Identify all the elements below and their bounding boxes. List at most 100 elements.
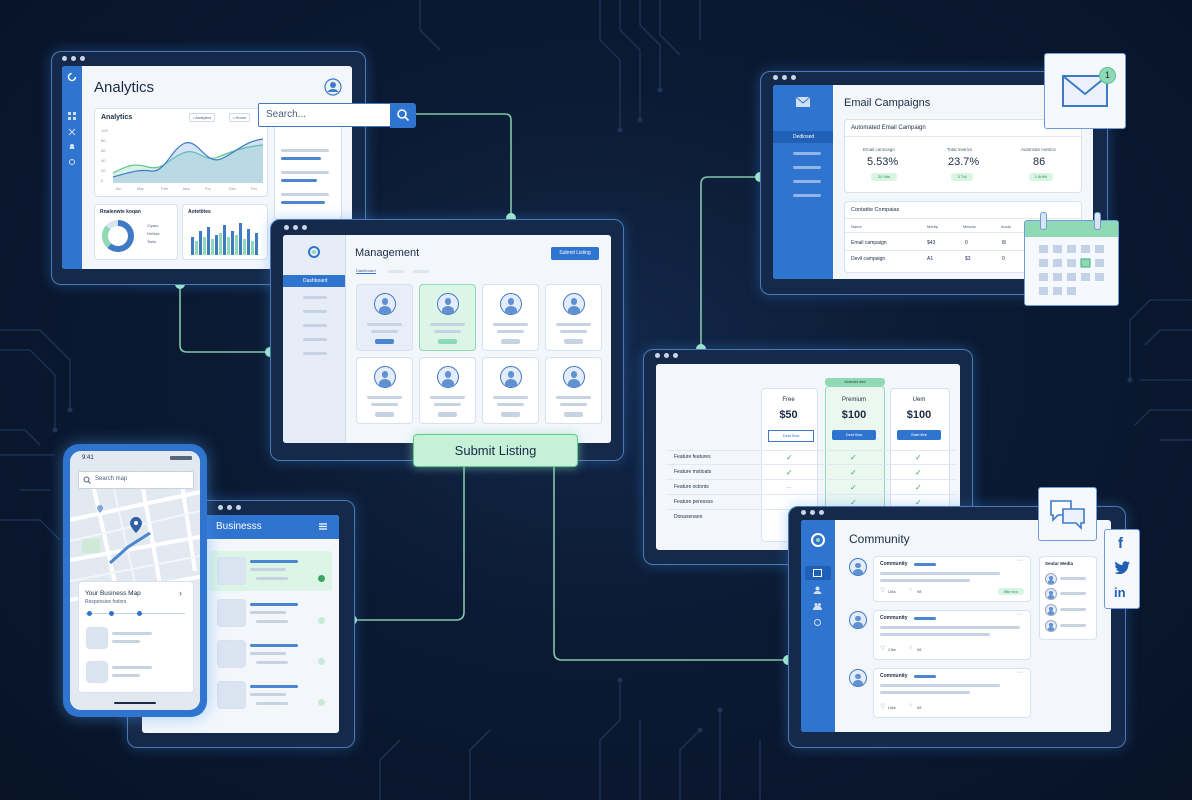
plan-price: $100 [906, 409, 932, 421]
map-search-input[interactable]: Search map [95, 476, 128, 482]
facebook-icon[interactable]: f [1118, 535, 1123, 552]
x-tick: Feb [161, 186, 168, 191]
comment-count[interactable]: 98 [917, 589, 922, 594]
table-cell: $3 [965, 256, 971, 262]
filter-dropdown-2[interactable]: • Hours [229, 113, 251, 122]
profile-card[interactable] [356, 357, 413, 424]
comment-icon: ◌ [909, 703, 913, 709]
more-icon[interactable]: ··· [1016, 557, 1023, 564]
community-post[interactable]: Community ··· Ulke ♡ 98 ◌ [873, 668, 1031, 718]
community-post[interactable]: Community ··· Ulks ♡ 98 ◌ 98e evo [873, 556, 1031, 602]
social-media-card: Seulur Medla [1039, 556, 1097, 640]
mail-notification-card[interactable]: 1 [1044, 53, 1126, 129]
window-dots [655, 353, 678, 358]
chevron-right-icon[interactable]: › [179, 588, 182, 598]
grid-icon[interactable] [68, 112, 76, 120]
check-icon: ✓ [915, 453, 922, 462]
sidebar-item-feed[interactable] [805, 566, 831, 580]
table-cell: Email campaign [851, 240, 887, 246]
bar-chart-card: Aotetiites [182, 204, 268, 260]
plan-name: Free [782, 397, 795, 403]
sidebar-item-dashboard[interactable]: Dashboard [283, 275, 345, 287]
check-icon: ✓ [915, 498, 922, 507]
notification-badge: 1 [1099, 67, 1116, 84]
avatar [1045, 604, 1057, 616]
like-button[interactable]: Ulke [888, 705, 897, 710]
table-header: Aucts [1001, 224, 1012, 229]
submit-listing-button[interactable]: Submit Listing [551, 247, 599, 260]
share-icon[interactable] [68, 128, 76, 136]
plan-name: Uem [912, 397, 926, 403]
analytics-sidebar [62, 66, 82, 269]
profile-card[interactable] [545, 284, 602, 351]
donut-chart [102, 220, 134, 252]
search-bar[interactable]: Search... [258, 103, 392, 127]
tab-dashboard[interactable]: Dashboard [356, 268, 376, 274]
metric-badge: 1 8/d% [1029, 173, 1053, 181]
dash-icon: – [787, 483, 792, 492]
social-strip: f in [1104, 529, 1140, 609]
group-icon[interactable] [813, 602, 822, 610]
business-title: Businesss [216, 521, 262, 532]
profile-card[interactable] [482, 284, 539, 351]
filter-dropdown-1[interactable]: • Analytics [189, 113, 216, 122]
profile-card[interactable] [356, 284, 413, 351]
settings-icon[interactable] [68, 158, 76, 166]
user-avatar-icon[interactable] [324, 78, 342, 96]
plan-button[interactable]: Dest flow [832, 430, 876, 440]
comment-icon: ◌ [909, 587, 913, 593]
menu-icon[interactable] [319, 523, 327, 530]
y-tick: 40 [101, 158, 106, 163]
x-tick: Fer [251, 186, 257, 191]
slider-dot[interactable] [137, 611, 142, 616]
settings-icon[interactable] [813, 618, 822, 627]
slider-dot[interactable] [87, 611, 92, 616]
search-input[interactable]: Search... [266, 109, 307, 120]
bar-chart [191, 223, 258, 255]
profile-card[interactable] [419, 284, 476, 351]
comment-icon: ◌ [909, 645, 913, 651]
business-map-card[interactable]: Your Business Map › Responsive fodors [78, 581, 194, 693]
slider-dot[interactable] [109, 611, 114, 616]
logo-icon [67, 72, 77, 82]
table-title: Contatite Compaias [851, 207, 900, 213]
profile-card[interactable] [482, 357, 539, 424]
post-title: Community [880, 673, 908, 679]
envelope-icon [1062, 75, 1108, 107]
twitter-icon[interactable] [1114, 561, 1130, 574]
search-button[interactable] [390, 103, 416, 128]
more-icon[interactable]: ··· [1016, 611, 1023, 618]
chat-card[interactable] [1038, 487, 1097, 541]
profile-card[interactable] [545, 357, 602, 424]
more-icon[interactable]: ··· [1016, 669, 1023, 676]
calendar-card[interactable] [1024, 220, 1119, 306]
like-button[interactable]: Clke [888, 647, 897, 652]
map-search-bar[interactable]: Search map [78, 471, 194, 489]
avatar [437, 366, 459, 388]
plan-button[interactable]: Dest flow [768, 430, 814, 442]
profile-card[interactable] [419, 357, 476, 424]
slider-track[interactable] [85, 613, 185, 614]
x-tick: Fry [205, 186, 211, 191]
metric-value: 86 [1033, 156, 1046, 168]
post-title: Community [880, 561, 908, 567]
community-post[interactable]: Community ··· Clke ♡ 58 ◌ [873, 610, 1031, 660]
comment-count[interactable]: 98 [917, 705, 922, 710]
submit-listing-cta[interactable]: Submit Listing [413, 434, 578, 467]
plan-button[interactable]: Start lfee [897, 430, 941, 440]
bell-icon[interactable] [68, 143, 76, 151]
feature-label: Feature pereosss [674, 499, 713, 505]
window-dots [773, 75, 796, 80]
people-icon[interactable] [813, 586, 822, 594]
calendar-ring [1040, 212, 1047, 230]
x-tick: Mar [183, 186, 190, 191]
linkedin-icon[interactable]: in [1114, 585, 1126, 600]
card-title: Your Business Map [85, 590, 141, 597]
like-button[interactable]: Ulks [888, 589, 896, 594]
y-tick: 60 [101, 148, 106, 153]
y-tick: 0 [101, 178, 104, 183]
table-header: Name [851, 224, 862, 229]
sidebar-item-dashboard[interactable]: Dedlosed [773, 131, 833, 143]
avatar [1045, 620, 1057, 632]
comment-count[interactable]: 58 [917, 647, 922, 652]
